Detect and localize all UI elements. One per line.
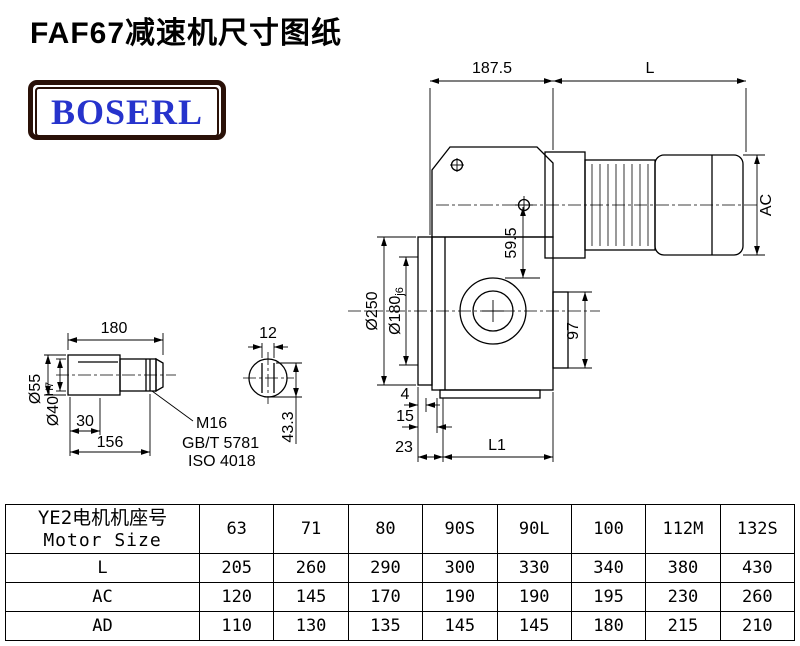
table-cell: 145	[496, 611, 572, 641]
table-cell: 260	[273, 553, 349, 583]
table-cell: 130	[273, 611, 349, 641]
logo-inner-frame: BOSERL	[35, 87, 219, 137]
table-cell: 195	[570, 582, 647, 612]
dim-4-label: 4	[401, 386, 410, 403]
table-cell: 190	[496, 582, 572, 612]
dim-59-5-label: 59.5	[503, 227, 520, 258]
dim-156-label: 156	[97, 434, 124, 451]
column-header-90s: 90S	[422, 504, 498, 554]
motor-cooling-ribs	[591, 164, 649, 246]
row-label-AD: AD	[5, 611, 200, 641]
table-cell: 145	[273, 582, 349, 612]
table-row-L: L 205 260 290 300 330 340 380 430	[5, 553, 796, 583]
table-header-label-cell: YE2电机机座号 Motor Size	[5, 504, 200, 554]
table-cell: 300	[422, 553, 498, 583]
dimension-labels: 187.5 L AC Ø250 Ø180j6 59.5 97 4 15 23 L…	[27, 60, 775, 470]
thread-note-label: M16	[196, 415, 227, 432]
column-header-80: 80	[347, 504, 424, 554]
column-header-112m: 112M	[645, 504, 721, 554]
table-cell: 260	[719, 582, 796, 612]
table-cell: 120	[198, 582, 275, 612]
dim-L1-label: L1	[488, 437, 506, 454]
dim-d180-tolerance: j6	[394, 287, 406, 297]
dim-d40-label: Ø40H7	[44, 382, 62, 426]
dim-12-label: 12	[259, 325, 277, 342]
column-header-132s: 132S	[719, 504, 796, 554]
dim-d250-label: Ø250	[364, 291, 381, 330]
table-header-en: Motor Size	[43, 529, 162, 551]
dim-23-label: 23	[395, 439, 413, 456]
table-cell: 290	[347, 553, 424, 583]
table-cell: 205	[198, 553, 275, 583]
row-label-AC: AC	[5, 582, 200, 612]
table-cell: 135	[347, 611, 424, 641]
key-section-detail	[248, 358, 288, 398]
standard-note-gbt: GB/T 5781	[182, 435, 259, 452]
dim-d180-label: Ø180j6	[387, 287, 406, 335]
dim-d40-tolerance: H7	[44, 382, 56, 396]
dim-15-label: 15	[396, 408, 414, 425]
table-cell: 190	[422, 582, 498, 612]
row-label-L: L	[5, 553, 200, 583]
dim-97-label: 97	[565, 322, 582, 340]
column-header-90l: 90L	[496, 504, 572, 554]
dim-43-3-label: 43.3	[280, 411, 297, 442]
table-cell: 210	[719, 611, 796, 641]
dim-187-5-label: 187.5	[472, 60, 512, 77]
brand-logo: BOSERL	[50, 92, 204, 132]
dim-180-label: 180	[101, 320, 128, 337]
motor-size-table: YE2电机机座号 Motor Size 63 71 80 90S 90L 100…	[5, 504, 796, 641]
table-cell: 430	[719, 553, 796, 583]
shaft-detail	[67, 354, 164, 396]
table-cell: 110	[198, 611, 275, 641]
logo-frame: BOSERL	[28, 80, 226, 140]
column-header-100: 100	[570, 504, 647, 554]
table-cell: 230	[645, 582, 721, 612]
standard-note-iso: ISO 4018	[188, 453, 256, 470]
dim-L-label: L	[646, 60, 655, 77]
table-cell: 330	[496, 553, 572, 583]
centerlines	[56, 204, 757, 404]
dimension-lines	[44, 78, 765, 462]
dim-d55-label: Ø55	[27, 374, 44, 404]
table-header-cn: YE2电机机座号	[37, 506, 168, 529]
table-cell: 170	[347, 582, 424, 612]
table-cell: 145	[422, 611, 498, 641]
table-cell: 180	[570, 611, 647, 641]
gearbox-center-marks	[450, 158, 533, 322]
column-header-71: 71	[273, 504, 349, 554]
dim-30-label: 30	[76, 413, 94, 430]
technical-drawing: 187.5 L AC Ø250 Ø180j6 59.5 97 4 15 23 L…	[27, 60, 775, 470]
table-cell: 380	[645, 553, 721, 583]
table-row-AD: AD 110 130 135 145 145 180 215 210	[5, 611, 796, 641]
table-header-row: YE2电机机座号 Motor Size 63 71 80 90S 90L 100…	[5, 504, 796, 554]
page-title: FAF67减速机尺寸图纸	[30, 17, 343, 50]
table-cell: 215	[645, 611, 721, 641]
motor-body	[544, 151, 744, 259]
table-row-AC: AC 120 145 170 190 190 195 230 260	[5, 582, 796, 612]
dim-AC-label: AC	[758, 194, 775, 216]
column-header-63: 63	[198, 504, 275, 554]
table-cell: 340	[570, 553, 647, 583]
